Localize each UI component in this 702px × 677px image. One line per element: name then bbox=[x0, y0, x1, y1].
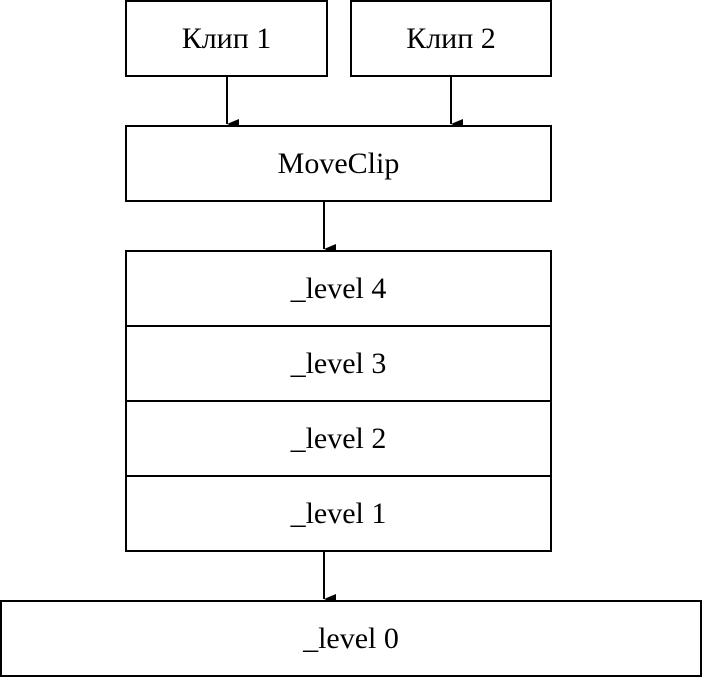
clip2-box: Клип 2 bbox=[350, 0, 552, 77]
level-0-box: _level 0 bbox=[0, 600, 702, 677]
levels-stack: _level 4 _level 3 _level 2 _level 1 bbox=[125, 250, 552, 552]
level-3-row: _level 3 bbox=[127, 327, 550, 402]
moveclip-label: MoveClip bbox=[277, 146, 400, 180]
moveclip-box: MoveClip bbox=[125, 125, 552, 202]
clip1-label: Клип 1 bbox=[181, 21, 272, 55]
level-2-row: _level 2 bbox=[127, 402, 550, 477]
level-4-row: _level 4 bbox=[127, 252, 550, 327]
level-2-label: _level 2 bbox=[290, 421, 387, 455]
clip2-label: Клип 2 bbox=[406, 21, 496, 55]
level-3-label: _level 3 bbox=[290, 346, 387, 380]
level-1-label: _level 1 bbox=[290, 496, 387, 530]
level-1-row: _level 1 bbox=[127, 477, 550, 550]
clip1-box: Клип 1 bbox=[125, 0, 328, 77]
level-4-label: _level 4 bbox=[290, 271, 387, 305]
level-0-label: _level 0 bbox=[303, 621, 399, 655]
